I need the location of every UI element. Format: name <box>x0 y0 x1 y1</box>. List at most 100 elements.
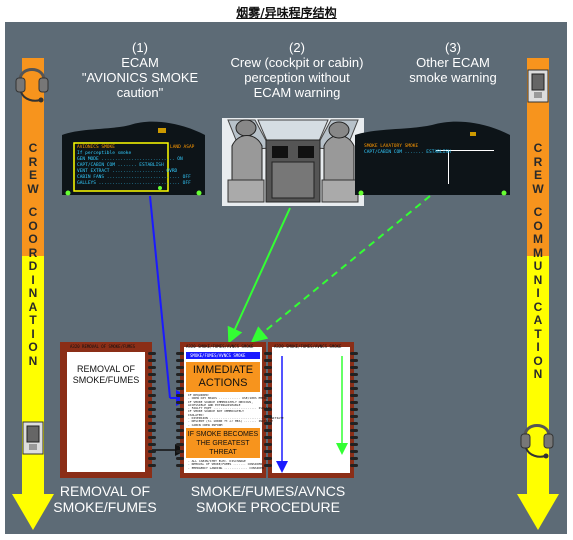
procedure-step-line: ISOLATED: <box>188 412 205 417</box>
binding-ring <box>350 429 358 432</box>
binding-ring <box>350 359 358 362</box>
column-2-line-2: perception without <box>244 70 350 85</box>
crew-communication-letter: A <box>533 313 543 327</box>
binding-ring <box>148 408 156 411</box>
binding-ring <box>350 380 358 383</box>
binding-ring <box>264 366 272 369</box>
crew-communication-letter: I <box>536 340 540 354</box>
green-dashed-arrow-other-ecam <box>250 195 431 343</box>
binding-ring <box>350 394 358 397</box>
binding-ring <box>350 373 358 376</box>
binding-ring <box>350 352 358 355</box>
greatest-threat-box <box>186 428 260 458</box>
procedure-banner-text: SMOKE/FUMES/AVNCS SMOKE <box>190 353 246 358</box>
binding-ring <box>264 436 272 439</box>
crew-communication-letter: O <box>533 353 543 368</box>
binding-ring <box>176 359 184 362</box>
binding-ring <box>148 457 156 460</box>
crew-communication-letter: O <box>533 218 543 233</box>
binding-ring <box>176 394 184 397</box>
column-3-line-1: Other ECAM <box>416 55 490 70</box>
crew-communication-letter: M <box>533 232 543 246</box>
column-1-label: (1) ECAM "AVIONICS SMOKE caution" <box>80 40 200 100</box>
blue-arrow-ecam-to-procedure <box>149 195 171 399</box>
binding-ring <box>176 352 184 355</box>
ecam1-line-2: GEN MODE ........................... ON <box>77 157 183 162</box>
column-1-line-1: ECAM <box>121 55 159 70</box>
crew-communication-letter: R <box>533 154 543 169</box>
ecam1-side: LAND ASAP <box>170 145 195 150</box>
crew-communication-letter: M <box>533 245 543 260</box>
crew-communication-letter: U <box>533 259 543 273</box>
binding-ring <box>350 401 358 404</box>
binding-ring <box>176 401 184 404</box>
binding-ring <box>176 380 184 383</box>
ecam-panel-1 <box>62 121 205 196</box>
crew-coordination-letter: E <box>28 168 37 182</box>
binding-ring <box>350 457 358 460</box>
binding-ring <box>176 443 184 446</box>
binding-ring <box>176 373 184 376</box>
binding-ring <box>176 408 184 411</box>
green-arrow-crew-perception <box>227 207 291 344</box>
procedure-bottom-line: · ALL CABIN/STBY ELEC. DISCHARGE <box>188 459 246 463</box>
binding-ring <box>176 436 184 439</box>
crew-coordination-letter: C <box>28 205 38 219</box>
crew-coordination-letter: O <box>28 218 38 233</box>
column-3-line-2: smoke warning <box>409 70 497 85</box>
procedure-steps: IF REQUIRED:· CREW OXY MASKS ...........… <box>188 393 284 427</box>
binding-ring <box>148 394 156 397</box>
procedure-step-line: IF REQUIRED: <box>188 393 210 397</box>
ecam3-title: SMOKE LAVATORY SMOKE <box>364 144 419 149</box>
ecam1-title: AVIONICS SMOKE <box>77 145 115 150</box>
crew-coordination-letter: O <box>28 340 38 354</box>
procedure-label-line-2: SMOKE PROCEDURE <box>196 499 340 515</box>
binding-ring <box>176 429 184 432</box>
crew-communication-letter: C <box>533 141 543 155</box>
column-2-line-3: ECAM warning <box>253 85 341 100</box>
binding-ring <box>148 450 156 453</box>
procedure-step-line: ACCESSIBLE AND EXTINGUISHABLE <box>188 402 241 407</box>
crew-coordination-letter: R <box>28 154 38 169</box>
ecam-panel-3 <box>355 121 510 196</box>
binding-ring <box>148 380 156 383</box>
binding-ring <box>176 457 184 460</box>
binding-ring <box>350 450 358 453</box>
headset-icon <box>520 424 554 459</box>
binding-ring <box>176 450 184 453</box>
book-left-removal <box>60 342 152 478</box>
book-left-header: A320 REMOVAL OF SMOKE/FUMES <box>70 344 136 349</box>
procedure-bottom-line: · REMOVAL OF SMOKE/FUMES ....... CONSIDE… <box>188 462 263 467</box>
greatest-threat-text: IF SMOKE BECOMES THE GREATEST THREAT <box>187 431 259 456</box>
crew-coordination-letter: C <box>28 141 38 155</box>
binding-ring <box>148 373 156 376</box>
crew-coordination-letter: D <box>28 259 38 273</box>
binding-ring <box>264 380 272 383</box>
ecam1-line-1: If perceptible smoke <box>77 151 132 156</box>
binding-ring <box>264 415 272 418</box>
crew-communication-letter: C <box>533 205 543 219</box>
right-crew-communication-bar <box>517 58 559 530</box>
procedure-step-line: · FAULTY EQPT ........................ I… <box>188 406 272 411</box>
procedure-step-line: · CREW OXY MASKS ............ USE/100% E… <box>188 396 268 401</box>
binding-ring <box>264 450 272 453</box>
crew-communication-letter: N <box>533 367 543 381</box>
ecam3-line: CAPT/CABIN COM ....... ESTABLISH <box>364 150 451 155</box>
crew-communication-letter: I <box>536 286 540 300</box>
binding-ring <box>264 373 272 376</box>
procedure-bottom-line: · EMERGENCY LANDING ............. CONSID… <box>188 465 264 470</box>
crew-coordination-letter: T <box>29 313 37 327</box>
binding-ring <box>350 422 358 425</box>
immediate-actions-text: IMMEDIATE ACTIONS <box>192 364 254 389</box>
crew-communication-letter: W <box>532 181 544 196</box>
crew-coordination-letter: I <box>31 272 35 287</box>
column-1-line-2: "AVIONICS SMOKE <box>81 70 199 85</box>
procedure-bottom-steps: · ALL CABIN/STBY ELEC. DISCHARGE· REMOVA… <box>188 459 264 470</box>
binding-ring <box>148 415 156 418</box>
binding-ring <box>264 457 272 460</box>
book-right-procedure <box>268 342 354 478</box>
crew-coordination-letter: R <box>28 245 38 260</box>
binding-ring <box>350 443 358 446</box>
